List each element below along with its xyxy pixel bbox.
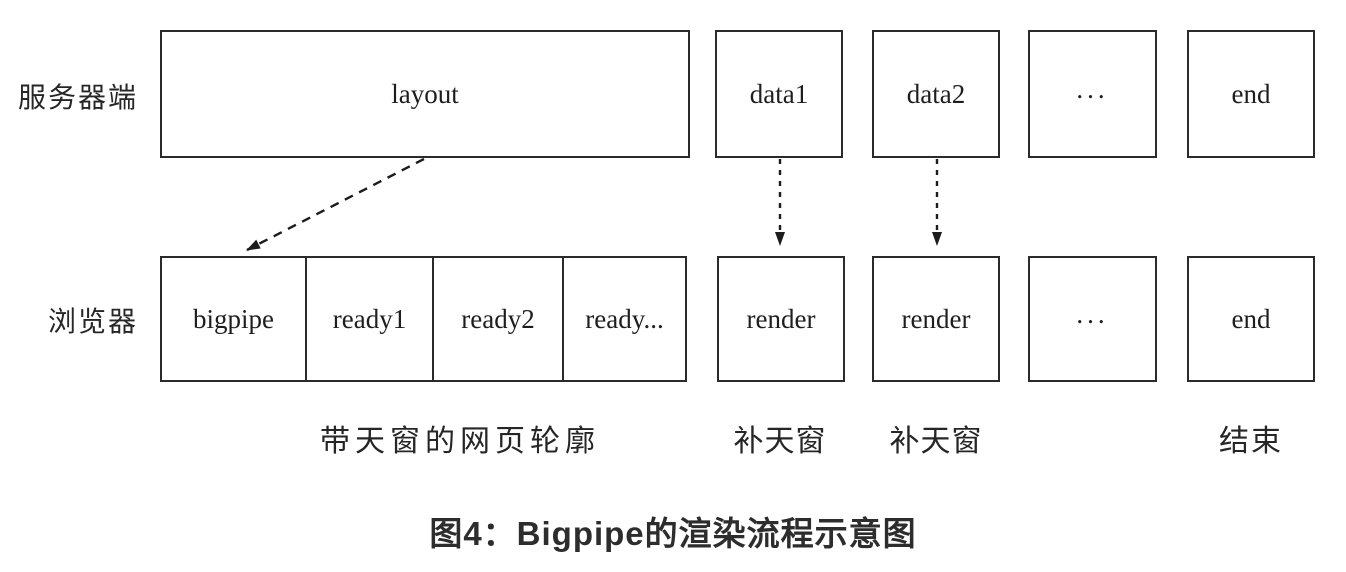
patch-skylight2-annotation: 补天窗 (889, 425, 983, 458)
browser-skeleton-group: bigpipe ready1 ready2 ready... (160, 256, 687, 382)
render2-box: render (872, 256, 1000, 382)
browser-ellipsis-box: ... (1028, 256, 1157, 382)
finish-annotation: 结束 (1219, 425, 1283, 458)
render1-box: render (717, 256, 845, 382)
ready-ellipsis-cell: ready... (562, 258, 685, 380)
server-ellipsis-box: ... (1028, 30, 1157, 158)
ready1-cell: ready1 (305, 258, 432, 380)
browser-row-label: 浏览器 (47, 307, 138, 338)
layout-box: layout (160, 30, 690, 158)
data1-box: data1 (715, 30, 843, 158)
skylight-outline-annotation: 带天窗的网页轮廓 (320, 425, 600, 458)
server-side-row-label: 服务器端 (17, 83, 138, 114)
server-end-box: end (1187, 30, 1315, 158)
bigpipe-cell: bigpipe (193, 303, 274, 334)
data2-box: data2 (872, 30, 1000, 158)
ready2-cell: ready2 (432, 258, 562, 380)
dashed-arrow-layout-to-bigpipe (246, 157, 425, 252)
figure-caption: 图4：Bigpipe的渲染流程示意图 (429, 515, 917, 552)
browser-end-box: end (1187, 256, 1315, 382)
patch-skylight1-annotation: 补天窗 (733, 425, 827, 458)
